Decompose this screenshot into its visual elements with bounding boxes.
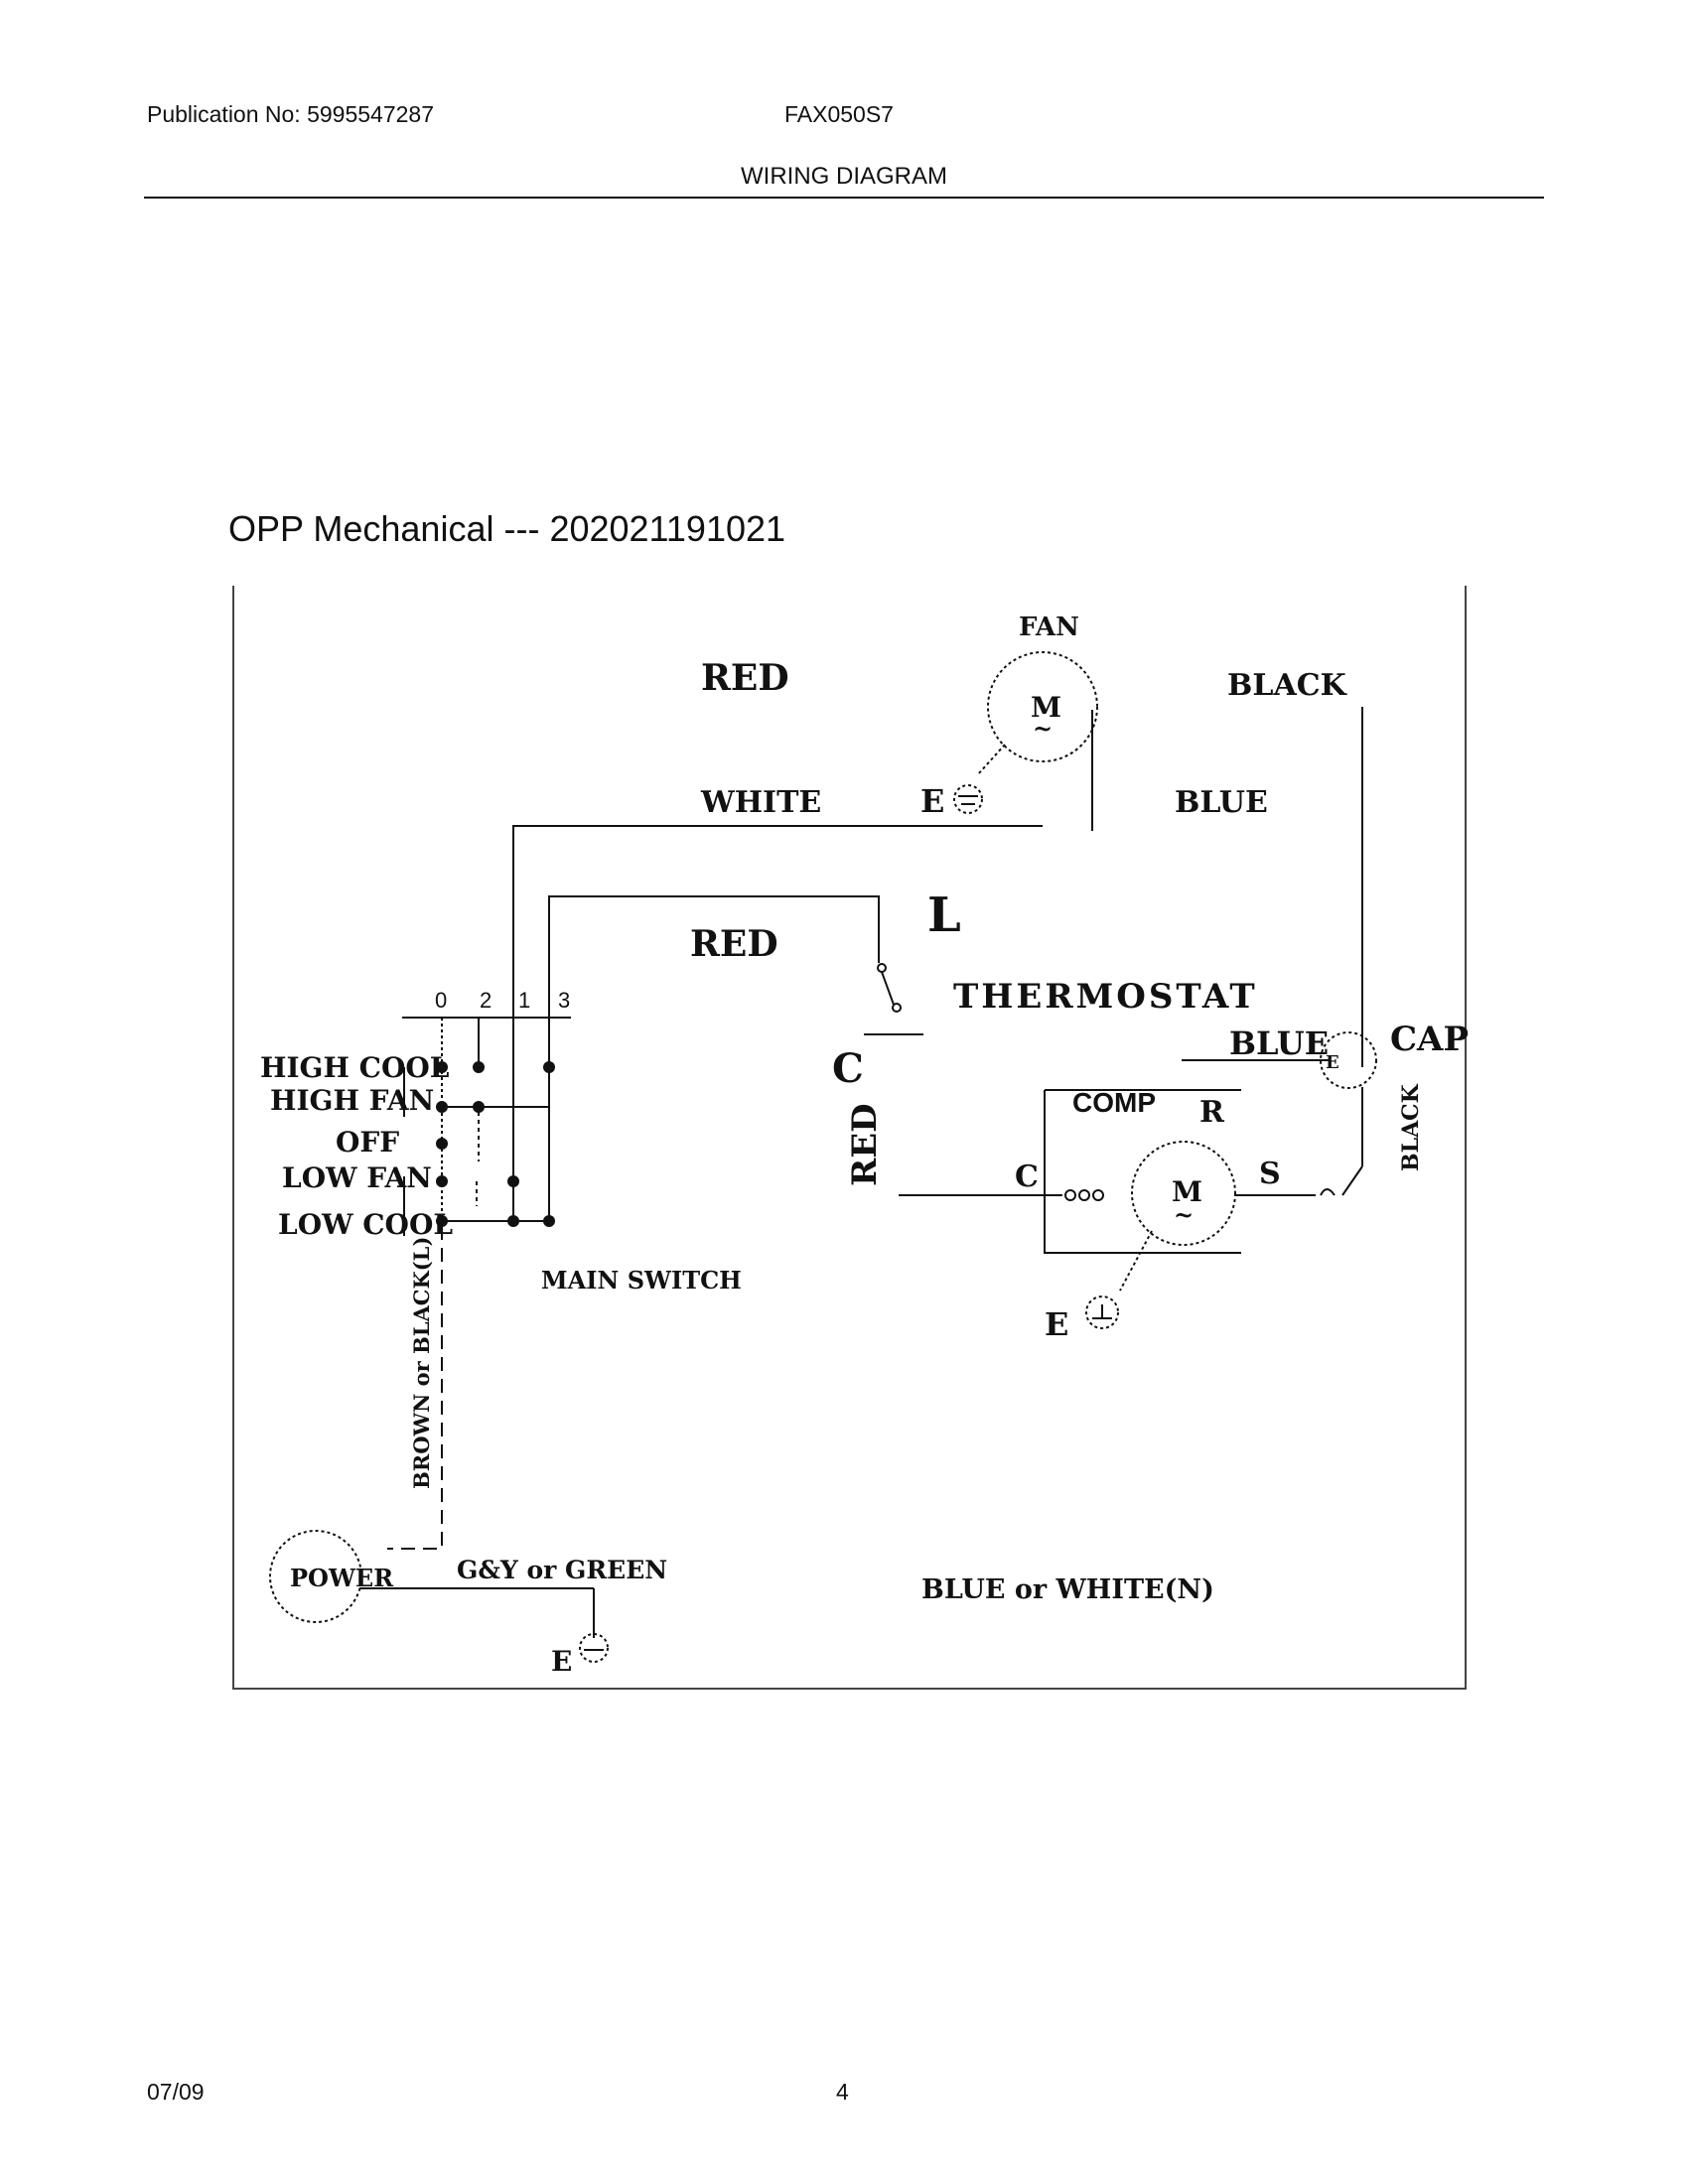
brown-black-wire xyxy=(387,1226,443,1550)
fan-motor-symbol: M xyxy=(1031,691,1061,724)
red-mid-label: RED xyxy=(690,923,778,965)
switch-pos-high-fan: HIGH FAN xyxy=(270,1084,434,1117)
fan-label: FAN xyxy=(1019,613,1079,642)
switch-contact xyxy=(436,1175,448,1187)
comp-c-label: C xyxy=(1015,1160,1039,1194)
power-label: POWER xyxy=(290,1564,394,1592)
blue-top-label: BLUE xyxy=(1175,785,1268,820)
page-title: WIRING DIAGRAM xyxy=(741,163,947,190)
diagram-frame xyxy=(232,586,1467,1690)
thermostat-contact-1 xyxy=(877,963,887,973)
comp-ground-lead xyxy=(1119,1230,1153,1292)
comp-ground-e-label: E xyxy=(1045,1305,1068,1343)
switch-contact xyxy=(543,1215,555,1227)
red-top-label: RED xyxy=(701,657,789,699)
switch-contact xyxy=(473,1061,485,1073)
green-ground-label: G&Y or GREEN xyxy=(457,1556,667,1584)
fan-motor-circle xyxy=(987,651,1098,762)
switch-pos-low-cool: LOW COOL xyxy=(278,1208,453,1241)
switch-contact xyxy=(543,1061,555,1073)
thermostat-label: THERMOSTAT xyxy=(953,977,1258,1017)
switch-contact xyxy=(436,1215,448,1227)
black-vertical-label: BLACK xyxy=(1398,1083,1424,1171)
capacitor-symbol xyxy=(1320,1031,1377,1089)
switch-pos-high-cool: HIGH COOL xyxy=(260,1051,450,1084)
power-plug-circle xyxy=(269,1530,362,1623)
neutral-label: BLUE or WHITE(N) xyxy=(921,1574,1214,1605)
fan-ground-symbol xyxy=(953,784,983,814)
black-top-label: BLACK xyxy=(1227,668,1347,703)
diagram-title: OPP Mechanical --- 202021191021 xyxy=(228,508,786,549)
switch-contact xyxy=(507,1175,519,1187)
brown-black-label: BROWN or BLACK(L) xyxy=(409,1237,434,1489)
cap-e-label: E xyxy=(1326,1052,1339,1073)
switch-pos-low-fan: LOW FAN xyxy=(282,1161,432,1194)
switch-contact xyxy=(436,1061,448,1073)
header-rule xyxy=(144,197,1544,199)
switch-pos-off: OFF xyxy=(336,1126,399,1159)
comp-s-label: S xyxy=(1259,1157,1281,1191)
fan-ground-e-label: E xyxy=(920,782,944,820)
red-vertical-label: RED xyxy=(845,1103,885,1186)
compressor-motor-circle xyxy=(1131,1141,1236,1246)
cap-label: CAP xyxy=(1390,1020,1469,1059)
switch-contact xyxy=(436,1101,448,1113)
cap-blue-label: BLUE xyxy=(1229,1024,1329,1062)
switch-contact xyxy=(436,1138,448,1150)
switch-terminal-3: 3 xyxy=(558,988,570,1013)
page-number: 4 xyxy=(836,2079,849,2105)
fan-ground-lead xyxy=(977,744,1006,775)
comp-motor-tilde: ~ xyxy=(1174,1200,1194,1229)
comp-label: COMP xyxy=(1072,1087,1156,1118)
switch-terminal-0: 0 xyxy=(435,988,447,1013)
white-label: WHITE xyxy=(700,785,821,820)
l-label: L xyxy=(927,887,961,943)
footer-date: 07/09 xyxy=(147,2079,205,2105)
main-switch-label: MAIN SWITCH xyxy=(541,1266,742,1295)
publication-number: Publication No: 5995547287 xyxy=(147,101,435,127)
fan-motor-tilde: ~ xyxy=(1033,714,1053,743)
switch-contact xyxy=(507,1215,519,1227)
switch-contact xyxy=(473,1101,485,1113)
switch-terminal-1: 1 xyxy=(518,988,530,1013)
power-ground-e-label: E xyxy=(551,1645,572,1678)
comp-r-label: R xyxy=(1199,1095,1225,1130)
thermostat-c-label: C xyxy=(832,1045,864,1092)
comp-ground-symbol xyxy=(1085,1296,1119,1329)
white-wire xyxy=(512,825,1043,993)
switch-terminal-2: 2 xyxy=(480,988,492,1013)
power-ground-symbol xyxy=(579,1633,609,1663)
red-thermostat-wire xyxy=(548,895,880,993)
thermostat-contact-2 xyxy=(892,1003,902,1013)
switch-contacts xyxy=(436,1061,555,1227)
comp-motor-symbol: M xyxy=(1172,1175,1202,1208)
model-number: FAX050S7 xyxy=(784,101,894,127)
